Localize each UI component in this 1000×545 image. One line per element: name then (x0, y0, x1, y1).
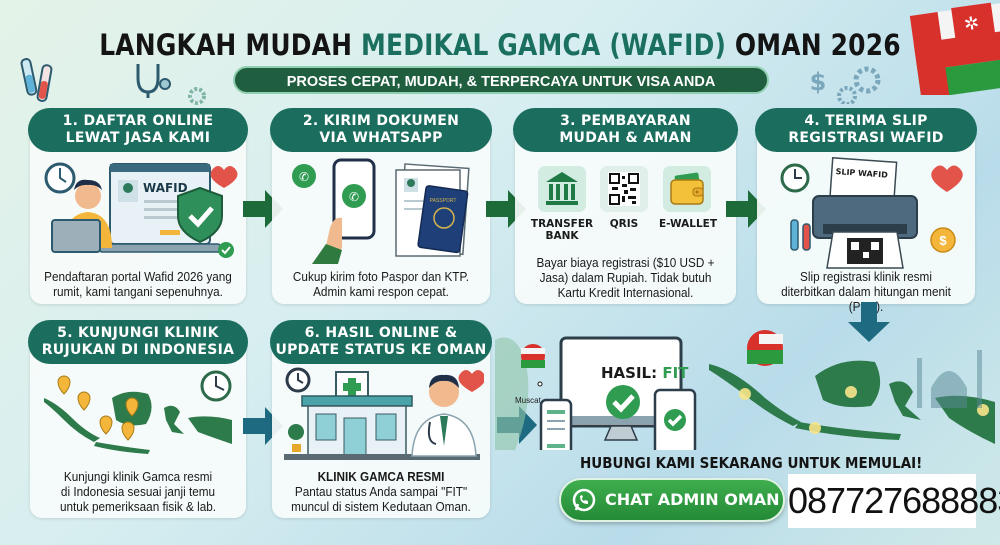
chat-admin-button[interactable]: CHAT ADMIN OMAN (559, 478, 785, 522)
payment-label-qris: QRIS (609, 218, 639, 230)
arrow-right-icon (726, 190, 766, 228)
dollar-icon: $ (810, 68, 827, 96)
contact-heading: HUBUNGI KAMI SEKARANG UNTUK MEMULAI! (580, 454, 923, 472)
step-6-title: 6. HASIL ONLINE &UPDATE STATUS KE OMAN (270, 320, 492, 364)
online-registration-illustration: WAFID (44, 162, 238, 258)
svg-text:✲: ✲ (963, 12, 981, 34)
whatsapp-icon (572, 488, 596, 512)
svg-text:SLIP WAFID: SLIP WAFID (835, 167, 888, 180)
svg-text:Muscat: Muscat (515, 396, 542, 405)
clinic-doctor-illustration (284, 367, 484, 460)
whatsapp-documents-illustration: ✆ ✆ PASSPORT (292, 158, 470, 264)
step-6-card: 6. HASIL ONLINE &UPDATE STATUS KE OMAN K… (270, 320, 492, 518)
step-3-caption: Bayar biaya registrasi ($10 USD +Jasa) d… (536, 256, 715, 300)
svg-text:WAFID: WAFID (143, 181, 188, 195)
svg-text:✆: ✆ (349, 190, 359, 204)
phone-number: 087727688883 (788, 474, 1000, 528)
arrow-down-icon (848, 302, 890, 342)
indonesia-map-illustration (709, 330, 995, 444)
subtitle-banner: PROSES CEPAT, MUDAH, & TERPERCAYA UNTUK … (233, 66, 769, 94)
gears-icon (837, 66, 881, 104)
indonesia-clinic-map (44, 370, 232, 454)
payment-transfer-bank[interactable] (538, 166, 586, 212)
payment-qris[interactable] (600, 166, 648, 212)
qr-code-icon (608, 172, 640, 206)
svg-text:PASSPORT: PASSPORT (430, 198, 457, 204)
page-title: LANGKAH MUDAH MEDIKAL GAMCA (WAFID) OMAN… (99, 28, 901, 62)
gear-icon (188, 87, 206, 105)
payment-label-ewallet: E-WALLET (658, 218, 717, 230)
test-tubes-icon (20, 58, 53, 102)
svg-text:$: $ (810, 68, 827, 96)
wallet-icon (670, 172, 704, 205)
step-2-caption: Cukup kirim foto Paspor dan KTP.Admin ka… (292, 270, 470, 299)
printer-slip-illustration: SLIP WAFID $ (780, 157, 963, 269)
stethoscope-icon (136, 64, 171, 98)
bank-icon (546, 172, 578, 205)
svg-text:✆: ✆ (299, 170, 309, 184)
svg-text:$: $ (939, 233, 947, 248)
result-devices-illustration: Muscat HASIL: FIT (495, 336, 697, 450)
payment-e-wallet[interactable] (663, 166, 711, 212)
oman-flag-icon: ✲ (909, 2, 1000, 95)
svg-text:HASIL: FIT: HASIL: FIT (601, 364, 689, 382)
